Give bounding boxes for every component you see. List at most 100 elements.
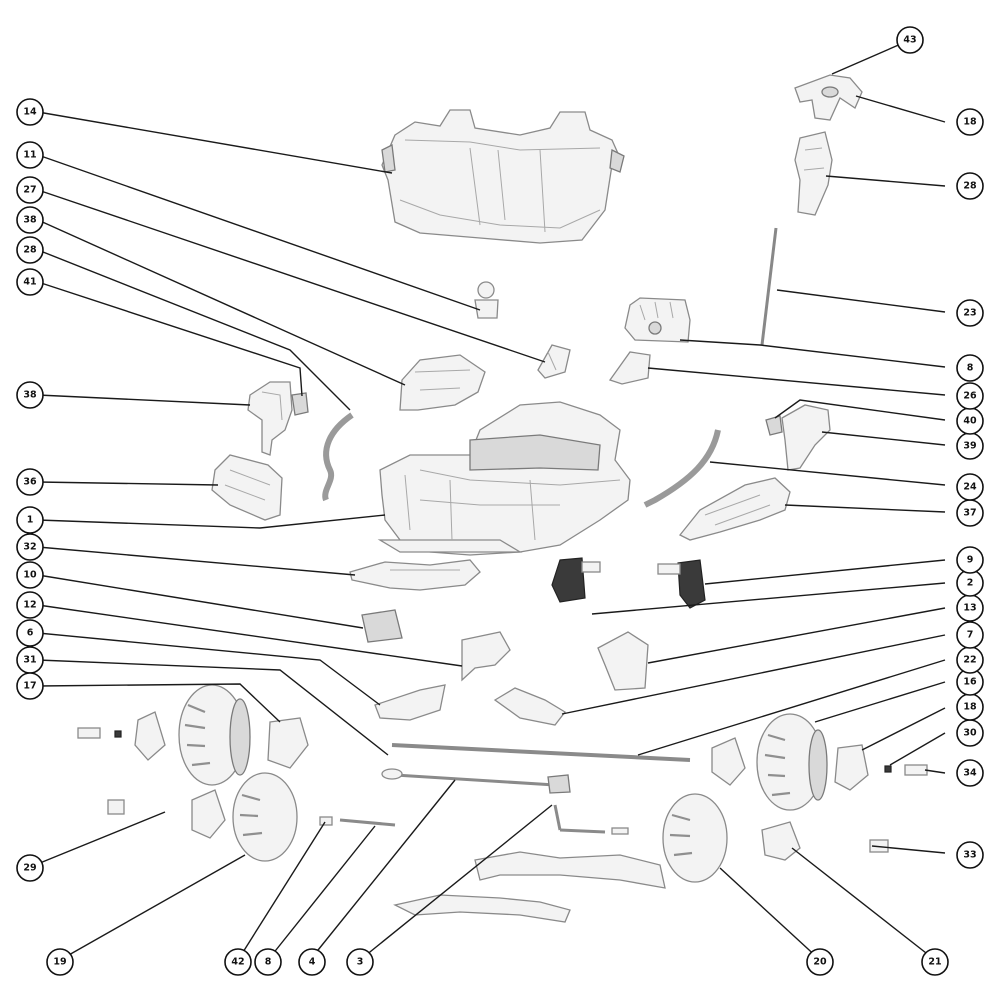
callout-26: 26 bbox=[956, 382, 984, 410]
callout-label: 22 bbox=[963, 655, 976, 666]
callout-label: 20 bbox=[813, 957, 827, 968]
callout-23: 23 bbox=[956, 299, 984, 327]
callout-17: 17 bbox=[16, 672, 44, 700]
part-motor-right bbox=[657, 559, 706, 609]
callout-37: 37 bbox=[956, 499, 984, 527]
part-seat bbox=[381, 109, 625, 244]
callout-label: 12 bbox=[23, 600, 36, 611]
callout-1: 1 bbox=[16, 506, 44, 534]
callout-label: 18 bbox=[963, 117, 977, 128]
part-right-front-wheel bbox=[711, 713, 928, 811]
callout-18: 18 bbox=[956, 693, 984, 721]
callout-31: 31 bbox=[16, 646, 44, 674]
callout-11: 11 bbox=[16, 141, 44, 169]
part-right-rear-wheel bbox=[662, 793, 889, 883]
callout-label: 38 bbox=[23, 215, 37, 226]
part-trim-strip bbox=[643, 429, 721, 508]
callout-label: 14 bbox=[23, 107, 37, 118]
callout-22: 22 bbox=[956, 646, 984, 674]
callout-label: 31 bbox=[23, 655, 36, 666]
callout-label: 43 bbox=[903, 35, 916, 46]
callout-label: 42 bbox=[231, 957, 244, 968]
callout-label: 30 bbox=[963, 728, 977, 739]
callout-24: 24 bbox=[956, 473, 984, 501]
callout-label: 2 bbox=[967, 578, 974, 589]
callout-label: 41 bbox=[23, 277, 36, 288]
callout-label: 32 bbox=[23, 542, 36, 553]
part-left-side-panel bbox=[247, 381, 309, 456]
leader-lines bbox=[34, 39, 946, 961]
callout-41: 41 bbox=[16, 268, 44, 296]
callout-label: 28 bbox=[963, 181, 977, 192]
part-wire-harness bbox=[322, 412, 354, 502]
callout-label: 39 bbox=[963, 441, 976, 452]
callout-32: 32 bbox=[16, 533, 44, 561]
callout-label: 11 bbox=[23, 150, 36, 161]
callout-8: 8 bbox=[956, 354, 984, 382]
callout-label: 37 bbox=[963, 508, 976, 519]
callout-label: 1 bbox=[27, 515, 34, 526]
callout-label: 40 bbox=[963, 416, 977, 427]
part-wedge-26 bbox=[608, 351, 651, 385]
part-left-rear-wheel bbox=[107, 772, 298, 862]
callout-label: 13 bbox=[963, 603, 976, 614]
callout-28: 28 bbox=[16, 236, 44, 264]
callout-14: 14 bbox=[16, 98, 44, 126]
part-front-bumper bbox=[349, 559, 481, 591]
callout-42: 42 bbox=[224, 948, 252, 976]
callout-8: 8 bbox=[254, 948, 282, 976]
callout-label: 16 bbox=[963, 677, 977, 688]
part-knob bbox=[474, 281, 499, 319]
part-main-body bbox=[377, 401, 631, 556]
callout-12: 12 bbox=[16, 591, 44, 619]
callout-label: 8 bbox=[967, 363, 974, 374]
callout-label: 9 bbox=[967, 555, 974, 566]
callout-40: 40 bbox=[956, 407, 984, 435]
part-bracket-12 bbox=[461, 631, 511, 682]
callout-label: 6 bbox=[27, 628, 34, 639]
callout-3: 3 bbox=[346, 948, 374, 976]
callout-label: 24 bbox=[963, 482, 977, 493]
part-left-front-wheel bbox=[77, 684, 309, 786]
callout-33: 33 bbox=[956, 841, 984, 869]
callout-13: 13 bbox=[956, 594, 984, 622]
part-dash-cover bbox=[399, 354, 486, 411]
callout-19: 19 bbox=[46, 948, 74, 976]
callout-label: 3 bbox=[357, 957, 364, 968]
callout-30: 30 bbox=[956, 719, 984, 747]
callout-label: 23 bbox=[963, 308, 976, 319]
callout-18: 18 bbox=[956, 108, 984, 136]
callout-4: 4 bbox=[298, 948, 326, 976]
callout-34: 34 bbox=[956, 759, 984, 787]
callout-label: 17 bbox=[23, 681, 36, 692]
callout-7: 7 bbox=[956, 621, 984, 649]
callout-9: 9 bbox=[956, 546, 984, 574]
part-bracket-27 bbox=[537, 344, 571, 379]
callout-27: 27 bbox=[16, 176, 44, 204]
callout-29: 29 bbox=[16, 854, 44, 882]
callout-label: 26 bbox=[963, 391, 977, 402]
callout-10: 10 bbox=[16, 561, 44, 589]
part-battery-cover bbox=[624, 297, 691, 343]
part-steering-shaft bbox=[760, 227, 778, 346]
callout-21: 21 bbox=[921, 948, 949, 976]
callout-label: 19 bbox=[53, 957, 66, 968]
callout-label: 8 bbox=[265, 957, 272, 968]
callout-label: 7 bbox=[967, 630, 974, 641]
callout-6: 6 bbox=[16, 619, 44, 647]
callout-label: 28 bbox=[23, 245, 37, 256]
part-right-side-panel bbox=[765, 404, 831, 471]
callout-38: 38 bbox=[16, 381, 44, 409]
part-bracket-13 bbox=[597, 631, 649, 691]
callout-label: 36 bbox=[23, 477, 37, 488]
callout-36: 36 bbox=[16, 468, 44, 496]
part-steering-knuckle-left bbox=[374, 684, 446, 721]
callout-28: 28 bbox=[956, 172, 984, 200]
part-front-axle bbox=[391, 743, 691, 762]
callout-39: 39 bbox=[956, 432, 984, 460]
callout-20: 20 bbox=[806, 948, 834, 976]
callout-label: 4 bbox=[309, 957, 316, 968]
part-tie-rod bbox=[381, 768, 571, 794]
